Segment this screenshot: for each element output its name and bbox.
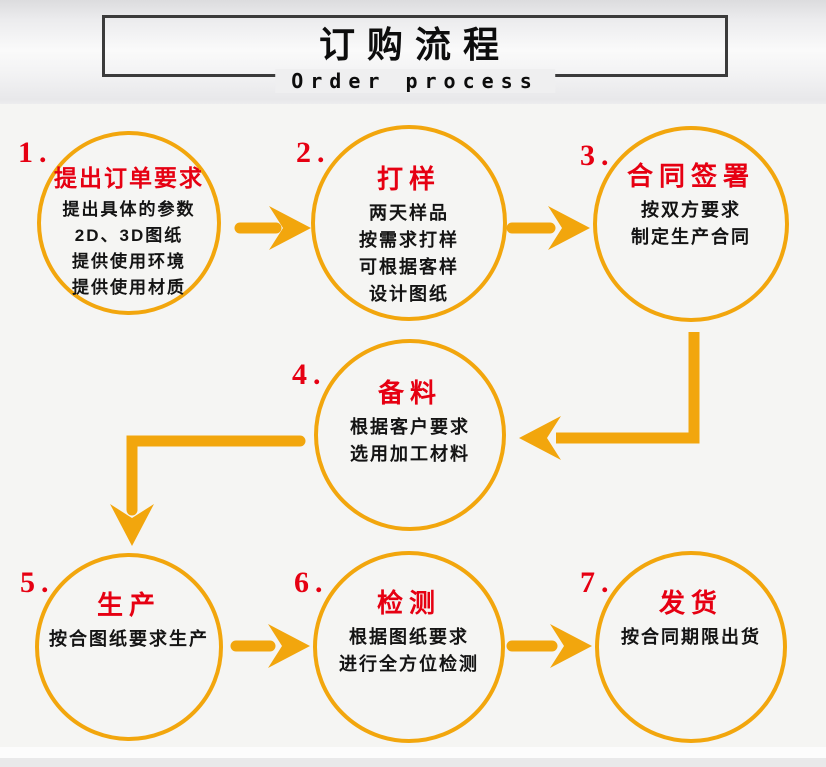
- title-box: 订购流程 Order process: [102, 15, 728, 93]
- step-line: 根据图纸要求: [349, 627, 469, 647]
- footer-strip-gray: [0, 758, 826, 767]
- footer-strip-light: [0, 747, 826, 758]
- step-line: 提供使用材质: [72, 278, 186, 297]
- step-circle-contract-signing: 合同签署 按双方要求 制定生产合同: [593, 126, 789, 322]
- step-line: 按合图纸要求生产: [49, 629, 209, 649]
- arrow-step6-to-step7-icon: [506, 624, 592, 668]
- step-title: 备料: [377, 378, 442, 408]
- step-line: 进行全方位检测: [339, 654, 479, 674]
- step-line: 按双方要求: [641, 200, 741, 220]
- step-circle-material-preparation: 备料 根据客户要求 选用加工材料: [314, 339, 506, 531]
- step-line: 设计图纸: [369, 284, 449, 304]
- page-title: 订购流程: [318, 24, 511, 66]
- arrow-step1-to-step2-icon: [234, 206, 311, 250]
- step-circle-order-requirements: 提出订单要求 提出具体的参数 2D、3D图纸 提供使用环境 提供使用材质: [37, 131, 221, 315]
- arrow-step2-to-step3-icon: [506, 206, 590, 250]
- step-number-6: 6.: [294, 566, 329, 599]
- step-line: 2D、3D图纸: [74, 226, 184, 245]
- page-subtitle: Order process: [275, 69, 555, 93]
- step-line: 可根据客样: [359, 257, 459, 277]
- arrow-step5-to-step6-icon: [230, 624, 310, 668]
- step-number-5: 5.: [20, 566, 55, 599]
- step-line: 按需求打样: [359, 230, 459, 250]
- step-line: 按合同期限出货: [621, 627, 761, 647]
- step-number-4: 4.: [292, 358, 327, 391]
- step-line: 提出具体的参数: [62, 200, 196, 219]
- step-circle-production: 生产 按合图纸要求生产: [35, 553, 223, 741]
- step-title: 打样: [376, 164, 441, 194]
- step-number-7: 7.: [580, 566, 615, 599]
- step-number-1: 1.: [18, 136, 53, 169]
- elbow-arrow-step4-to-step5-icon: [110, 435, 306, 546]
- step-line: 制定生产合同: [631, 227, 751, 247]
- step-line: 提供使用环境: [72, 252, 186, 271]
- step-circle-sampling: 打样 两天样品 按需求打样 可根据客样 设计图纸: [311, 125, 507, 321]
- step-number-3: 3.: [580, 139, 615, 172]
- step-number-2: 2.: [296, 136, 331, 169]
- step-title: 发货: [658, 588, 723, 618]
- step-line: 选用加工材料: [350, 444, 470, 464]
- step-title: 合同签署: [626, 161, 755, 191]
- step-line: 两天样品: [369, 203, 449, 223]
- step-circle-shipment: 发货 按合同期限出货: [595, 551, 787, 743]
- step-line: 根据客户要求: [350, 417, 470, 437]
- step-title: 提出订单要求: [54, 165, 204, 191]
- elbow-arrow-step3-to-step4-icon: [519, 332, 700, 460]
- step-title: 生产: [96, 590, 161, 620]
- step-title: 检测: [376, 588, 441, 618]
- step-circle-inspection: 检测 根据图纸要求 进行全方位检测: [313, 551, 505, 743]
